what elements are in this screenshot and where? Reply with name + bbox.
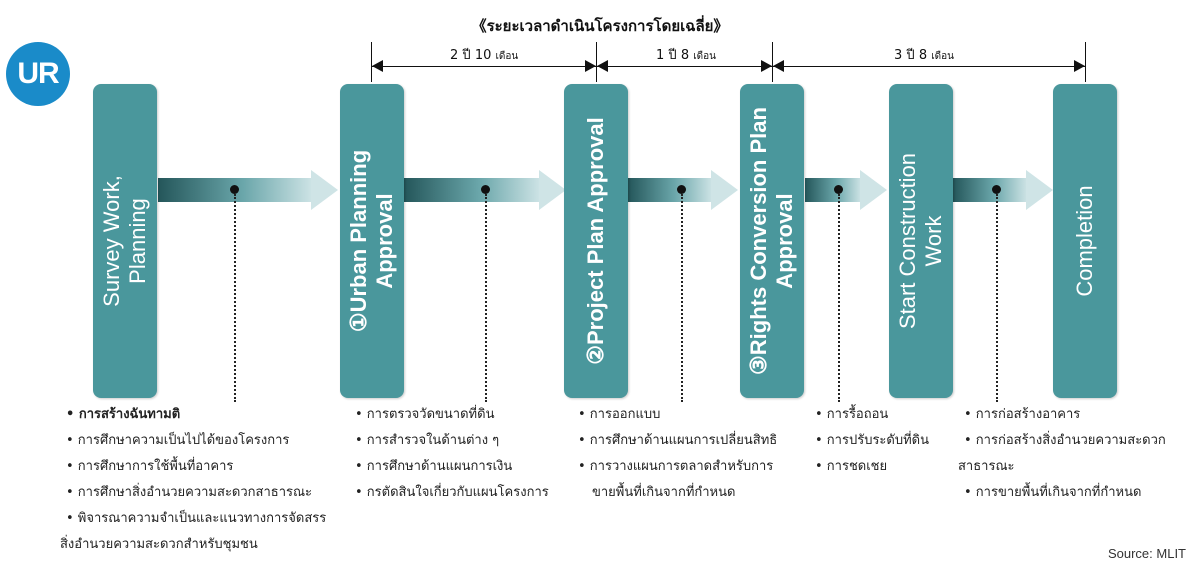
dotted-connector-2 [485,194,487,402]
dimension-tick-3 [772,42,773,82]
note-item: • การศึกษาด้านแผนการเงิน [355,459,513,474]
duration-line-2 [597,66,772,67]
notes-rights-conversion: • การรื้อถอน • การปรับระดับที่ดิน • การช… [815,402,929,480]
stage-label-survey: Survey Work,Planning [99,175,150,307]
duration-label-1: 2 ปี 10 เดือน [450,48,519,63]
note-item: • การศึกษาการใช้พื้นที่อาคาร [66,459,234,474]
notes-urban-planning: • การตรวจวัดขนาดที่ดิน • การสำรวจในด้านต… [355,402,549,506]
source-caption: Source: MLIT [1107,546,1186,561]
process-arrow-5 [953,170,1053,210]
note-item: • การสร้างฉันทามติ [66,407,181,422]
duration-line-1 [372,66,596,67]
note-item: • การออกแบบ [578,407,661,422]
process-arrow-4 [805,170,887,210]
milestone-dot-3 [677,185,686,194]
duration-label-2: 1 ปี 8 เดือน [656,48,717,63]
notes-survey: • การสร้างฉันทามติ • การศึกษาความเป็นไปไ… [60,402,327,558]
dotted-connector-1 [234,194,236,402]
note-item: • กรตัดสินใจเกี่ยวกับแผนโครงการ [355,485,549,500]
dotted-connector-5 [996,194,998,402]
dotted-connector-4 [838,194,840,402]
note-item: • การศึกษาด้านแผนการเปลี่ยนสิทธิ [578,433,778,448]
note-item: • การขายพื้นที่เกินจากที่กำหนด [964,485,1142,500]
arrowhead-right [1074,60,1085,72]
note-item: • การรื้อถอน [815,407,889,422]
milestone-dot-4 [834,185,843,194]
note-item: • การศึกษาความเป็นไปได้ของโครงการ [66,433,290,448]
process-arrow-2 [404,170,566,210]
arrowhead-left [372,60,383,72]
ur-logo: UR [6,42,70,106]
milestone-dot-2 [481,185,490,194]
note-item: • การวางแผนการตลาดสำหรับการ [578,459,774,474]
dotted-connector-3 [681,194,683,402]
dimension-tick-1 [371,42,372,82]
milestone-dot-5 [992,185,1001,194]
note-item: • การปรับระดับที่ดิน [815,433,929,448]
milestone-dot-1 [230,185,239,194]
note-item: • การก่อสร้างสิ่งอำนวยความสะดวก [964,433,1166,448]
duration-label-3: 3 ปี 8 เดือน [894,48,955,63]
stage-label-completion: Completion [1072,185,1097,297]
notes-project-plan: • การออกแบบ • การศึกษาด้านแผนการเปลี่ยนส… [578,402,777,506]
note-item: ขายพื้นที่เกินจากที่กำหนด [592,485,736,500]
note-item: สิ่งอำนวยความสะดวกสำหรับชุมชน [60,537,258,552]
note-item: • การศึกษาสิ่งอำนวยความสะดวกสาธารณะ [66,485,313,500]
dimension-tick-2 [596,42,597,82]
timeline-title: 《ระยะเวลาดำเนินโครงการโดยเฉลี่ย》 [471,17,729,35]
arrowhead-left [597,60,608,72]
arrowhead-right [585,60,596,72]
process-arrow-1 [158,170,338,210]
note-item: • พิจารณาความจำเป็นและแนวทางการจัดสรร [66,511,327,526]
note-item: • การตรวจวัดขนาดที่ดิน [355,407,495,422]
note-item: • การชดเชย [815,459,888,474]
note-item: สาธารณะ [958,459,1015,474]
arrowhead-left [773,60,784,72]
duration-line-3 [773,66,1085,67]
stage-box-completion: Completion [1053,84,1117,398]
stage-box-project-plan: ②Project Plan Approval [564,84,628,398]
dimension-tick-4 [1085,42,1086,82]
note-item: • การสำรวจในด้านต่าง ๆ [355,433,500,448]
process-arrow-3 [628,170,738,210]
arrowhead-right [761,60,772,72]
note-item: • การก่อสร้างอาคาร [964,407,1081,422]
notes-construction: • การก่อสร้างอาคาร • การก่อสร้างสิ่งอำนว… [958,402,1166,506]
stage-label-project-plan: ②Project Plan Approval [583,117,608,365]
stage-box-survey: Survey Work,Planning [93,84,157,398]
